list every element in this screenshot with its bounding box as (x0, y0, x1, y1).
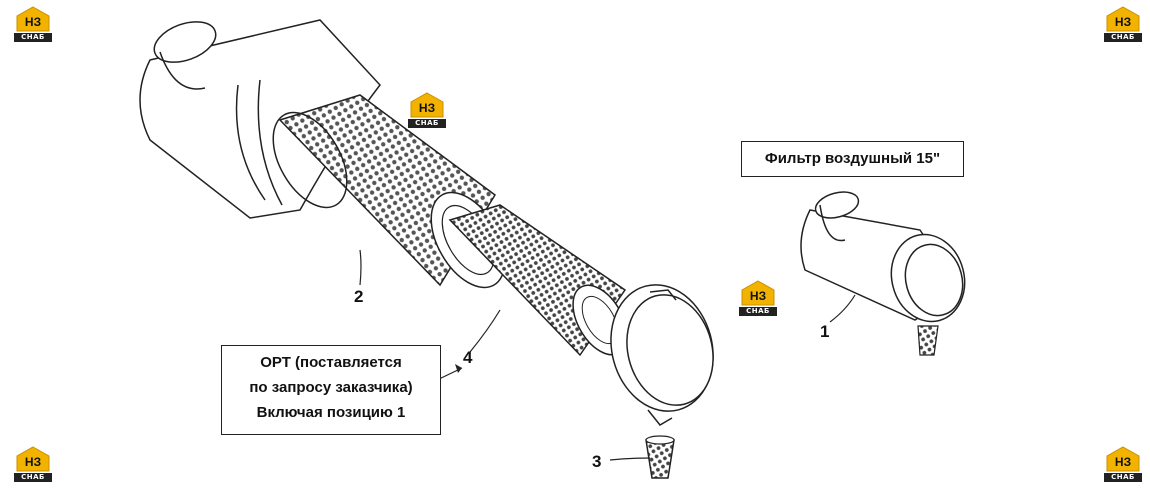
logo-house-icon (1106, 446, 1140, 472)
watermark-logo-top-right: НЗ СНАБ (1102, 6, 1144, 42)
logo-letters: НЗ (24, 455, 42, 469)
leader-lines (359, 249, 856, 461)
inner-filter-element (448, 204, 628, 357)
logo-house-icon (1106, 6, 1140, 32)
note-line-3: Включая позицию 1 (256, 404, 406, 421)
logo-house-icon (410, 92, 444, 118)
logo-letters: НЗ (24, 15, 42, 29)
callout-2: 2 (354, 287, 364, 306)
logo-house-icon (741, 280, 775, 306)
logo-word: СНАБ (408, 119, 446, 128)
note-line-2: по запросу заказчика) (249, 379, 413, 396)
housing-body (139, 19, 381, 219)
logo-letters: НЗ (1114, 455, 1132, 469)
watermark-logo-bottom-right: НЗ СНАБ (1102, 446, 1144, 482)
logo-word: СНАБ (739, 307, 777, 316)
watermark-logo-top-left: НЗ СНАБ (12, 6, 54, 42)
callout-1: 1 (820, 322, 830, 341)
complete-air-filter (800, 191, 966, 323)
filter-cover (610, 284, 714, 426)
dust-valve (645, 435, 675, 479)
note-arrowhead (455, 364, 462, 373)
logo-word: СНАБ (14, 473, 52, 482)
watermark-logo-right: НЗ СНАБ (737, 280, 779, 316)
logo-house-icon (16, 446, 50, 472)
logo-word: СНАБ (14, 33, 52, 42)
logo-letters: НЗ (749, 289, 767, 303)
watermark-logo-center: НЗ СНАБ (406, 92, 448, 128)
logo-letters: НЗ (418, 101, 436, 115)
note-box: ОРТ (поставляется по запросу заказчика) … (221, 345, 441, 435)
logo-house-icon (16, 6, 50, 32)
complete-filter-valve (917, 325, 939, 356)
watermark-logo-bottom-left: НЗ СНАБ (12, 446, 54, 482)
logo-word: СНАБ (1104, 473, 1142, 482)
title-box: Фильтр воздушный 15" (741, 141, 964, 177)
logo-letters: НЗ (1114, 15, 1132, 29)
title-text: Фильтр воздушный 15" (764, 150, 941, 167)
callout-4: 4 (463, 348, 473, 367)
note-line-1: ОРТ (поставляется (260, 354, 402, 371)
callout-3: 3 (592, 452, 602, 471)
logo-word: СНАБ (1104, 33, 1142, 42)
